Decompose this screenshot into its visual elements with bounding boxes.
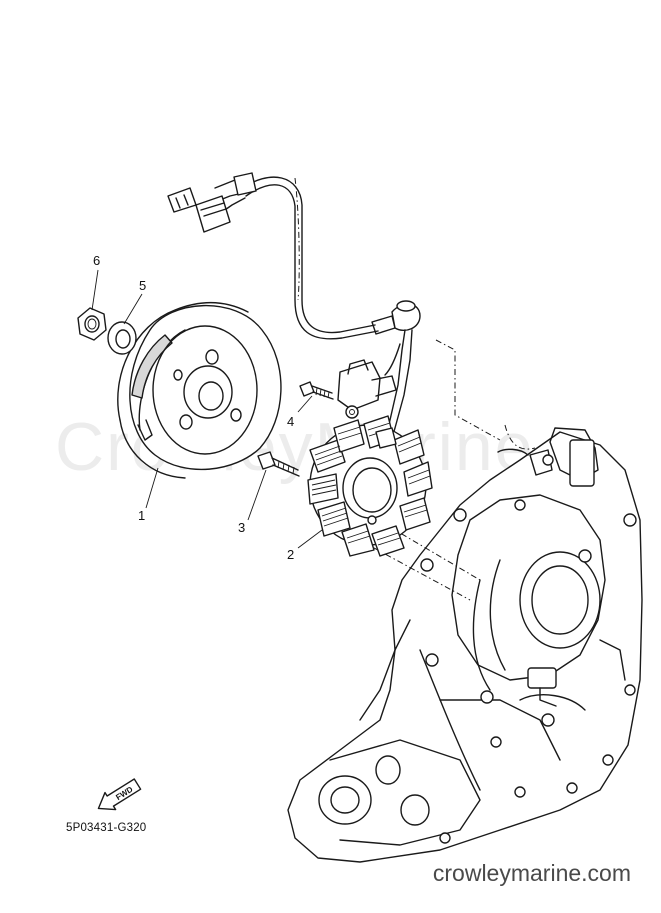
crankcase-housing bbox=[287, 427, 643, 863]
leader-lines bbox=[91, 269, 323, 549]
callout-6: 6 bbox=[93, 253, 101, 268]
nut-item-6 bbox=[77, 307, 107, 341]
diagram-code: 5P03431-G320 bbox=[66, 822, 147, 834]
fwd-arrow-icon: FWD bbox=[97, 778, 142, 811]
callout-5: 5 bbox=[139, 278, 147, 293]
washer-item-5 bbox=[107, 321, 137, 355]
bolt-item-4 bbox=[299, 381, 334, 400]
website-link[interactable]: crowleymarine.com bbox=[432, 860, 631, 886]
callout-1: 1 bbox=[138, 508, 146, 523]
callout-3: 3 bbox=[238, 520, 246, 535]
wire-harness bbox=[167, 172, 421, 445]
bolt-item-3 bbox=[257, 451, 300, 477]
callout-2: 2 bbox=[287, 547, 295, 562]
flywheel-rotor bbox=[117, 302, 282, 479]
stator-coil bbox=[307, 415, 433, 557]
callout-4: 4 bbox=[287, 414, 295, 429]
pickup-coil bbox=[337, 359, 397, 419]
